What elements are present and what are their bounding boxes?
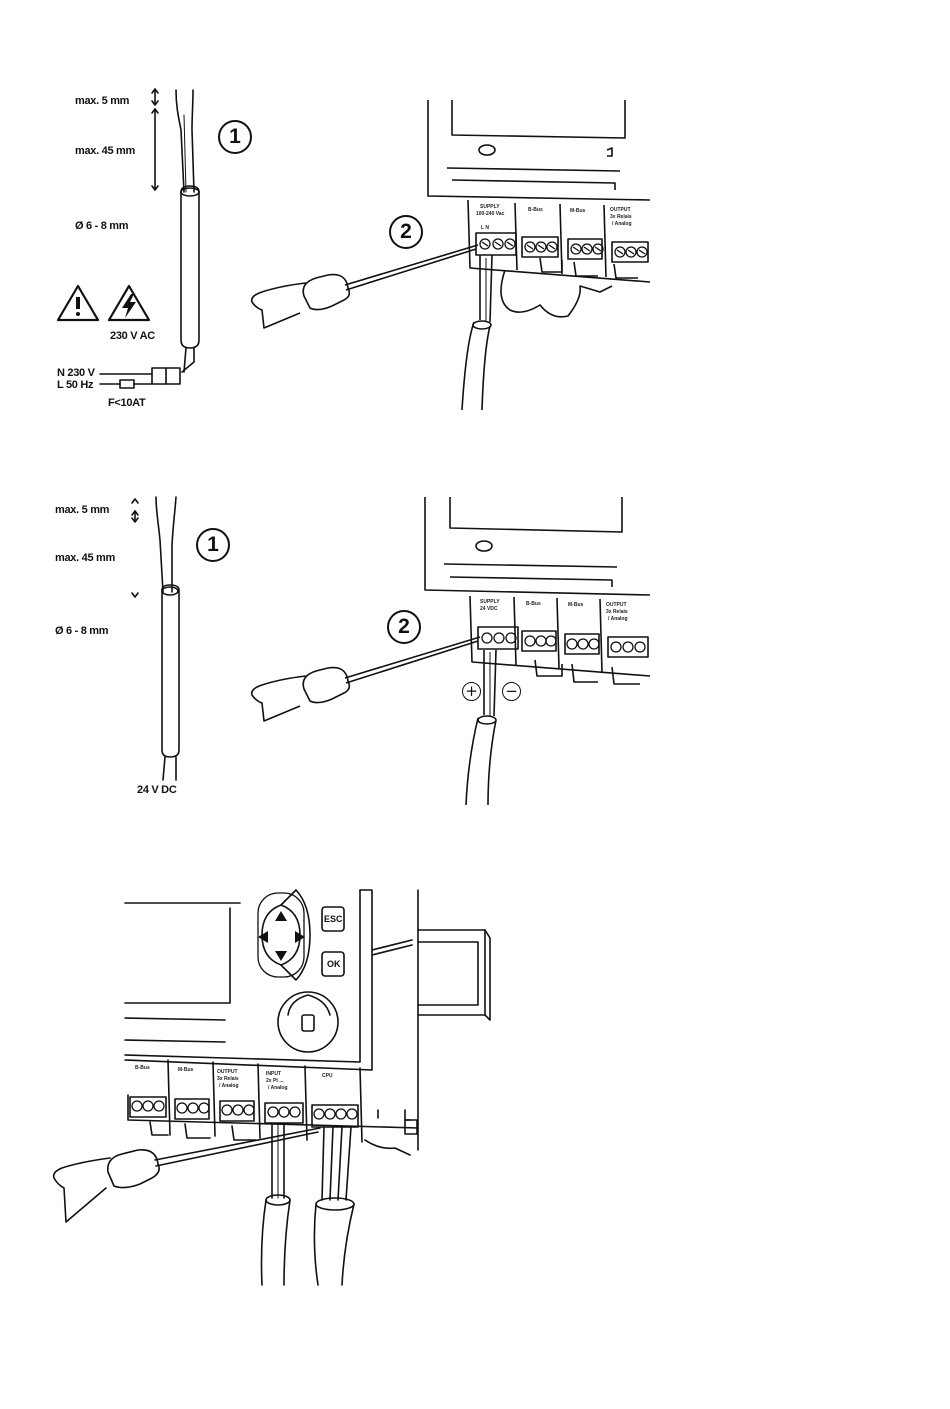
module-label: / Analog bbox=[219, 1083, 239, 1089]
module-label: / Analog bbox=[608, 616, 628, 622]
module-label: OUTPUT bbox=[217, 1069, 238, 1075]
module-label: OUTPUT bbox=[606, 602, 627, 608]
step-1-marker: 1 bbox=[196, 528, 230, 562]
minus-polarity-icon: − bbox=[502, 682, 521, 701]
dim-strip-label: max. 5 mm bbox=[75, 95, 130, 107]
fuse-label: F<10AT bbox=[108, 397, 146, 409]
step-2-marker: 2 bbox=[389, 215, 423, 249]
module-label: INPUT bbox=[266, 1071, 281, 1077]
module-label: M-Bus bbox=[178, 1067, 194, 1073]
neutral-label: N 230 V bbox=[57, 367, 95, 379]
step-2-marker: 2 bbox=[387, 610, 421, 644]
dim-length-label: max. 45 mm bbox=[55, 552, 115, 564]
esc-button[interactable]: ESC bbox=[324, 914, 343, 924]
step-1-marker: 1 bbox=[218, 120, 252, 154]
module-label: B-Bus bbox=[528, 207, 543, 213]
module-label: / Analog bbox=[612, 221, 632, 227]
module-label: B-Bus bbox=[526, 601, 541, 607]
module-label: CPU bbox=[322, 1073, 333, 1079]
module-label: / Analog bbox=[268, 1085, 288, 1091]
module-label: M-Bus bbox=[568, 602, 584, 608]
module-label: 100-240 Vac bbox=[476, 211, 505, 217]
dim-length-label: max. 45 mm bbox=[75, 145, 135, 157]
dim-diameter-label: Ø 6 - 8 mm bbox=[75, 220, 129, 232]
module-label: M-Bus bbox=[570, 208, 586, 214]
module-label: B-Bus bbox=[135, 1065, 150, 1071]
voltage-label: 230 V AC bbox=[110, 330, 155, 342]
module-label: L N bbox=[481, 225, 489, 231]
module-label: SUPPLY bbox=[480, 599, 500, 605]
module-label: SUPPLY bbox=[480, 204, 500, 210]
module-label: 24 VDC bbox=[480, 606, 498, 612]
module-label: 3x Relais bbox=[606, 609, 628, 615]
module-label: 3x Relais bbox=[217, 1076, 239, 1082]
module-label: 2x Pt ... bbox=[266, 1078, 284, 1084]
dim-strip-label: max. 5 mm bbox=[55, 504, 110, 516]
module-label: 3x Relais bbox=[610, 214, 632, 220]
voltage-label: 24 V DC bbox=[137, 784, 177, 796]
plus-polarity-icon: + bbox=[462, 682, 481, 701]
line-label: L 50 Hz bbox=[57, 379, 94, 391]
module-label: OUTPUT bbox=[610, 207, 631, 213]
ok-button[interactable]: OK bbox=[327, 959, 341, 969]
dim-diameter-label: Ø 6 - 8 mm bbox=[55, 625, 109, 637]
